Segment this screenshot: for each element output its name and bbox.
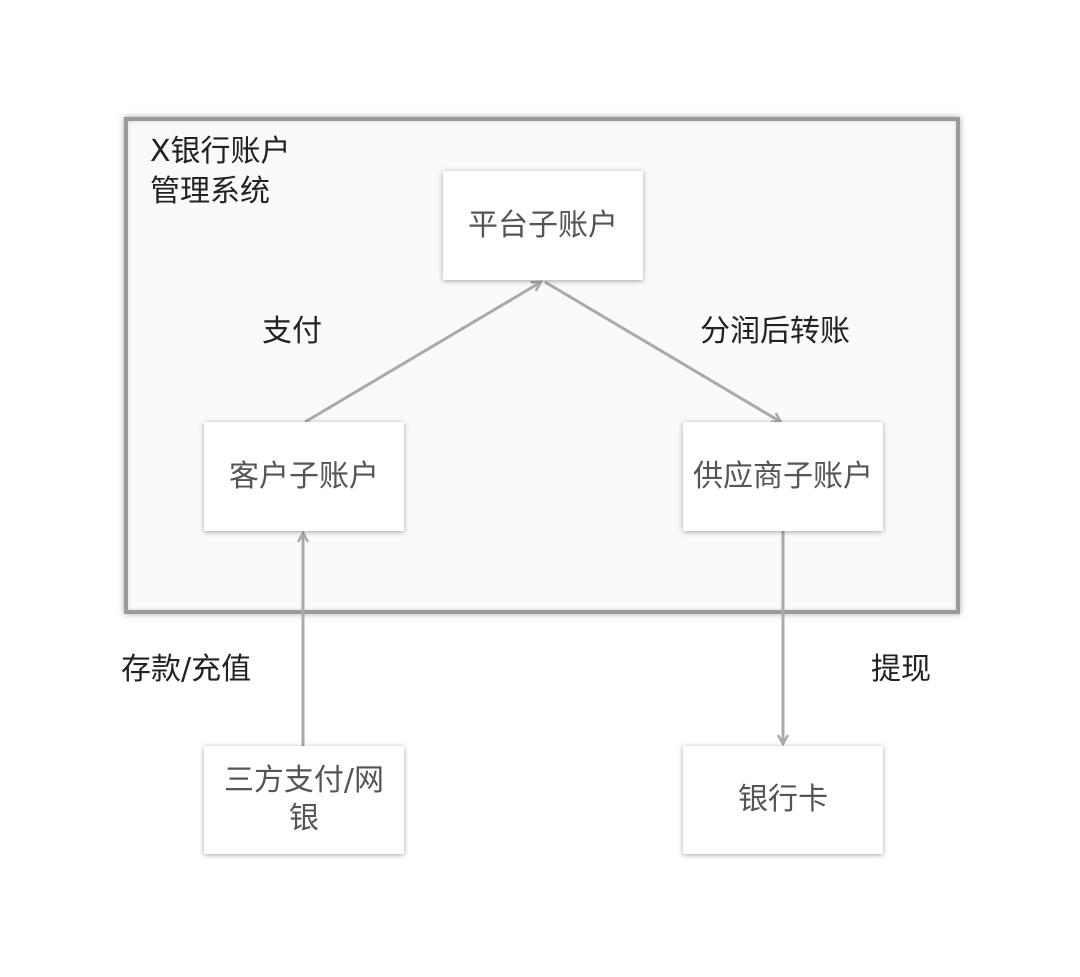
customer-sub-account-node: 客户子账户 xyxy=(204,422,404,531)
supplier-sub-account-node: 供应商子账户 xyxy=(683,422,883,531)
bank-card-node: 银行卡 xyxy=(683,746,883,854)
edge-label-withdraw: 提现 xyxy=(871,652,931,687)
third-party-payment-node: 三方支付/网银 xyxy=(204,746,404,854)
system-title: X银行账户 管理系统 xyxy=(150,134,291,209)
arrow-platform-to-supplier xyxy=(544,280,781,422)
edge-label-profit-share-transfer: 分润后转账 xyxy=(700,314,850,349)
platform-sub-account-node: 平台子账户 xyxy=(443,171,643,280)
arrow-customer-to-platform xyxy=(304,282,541,424)
edge-label-deposit: 存款/充值 xyxy=(121,652,252,687)
edge-label-pay: 支付 xyxy=(262,314,322,349)
